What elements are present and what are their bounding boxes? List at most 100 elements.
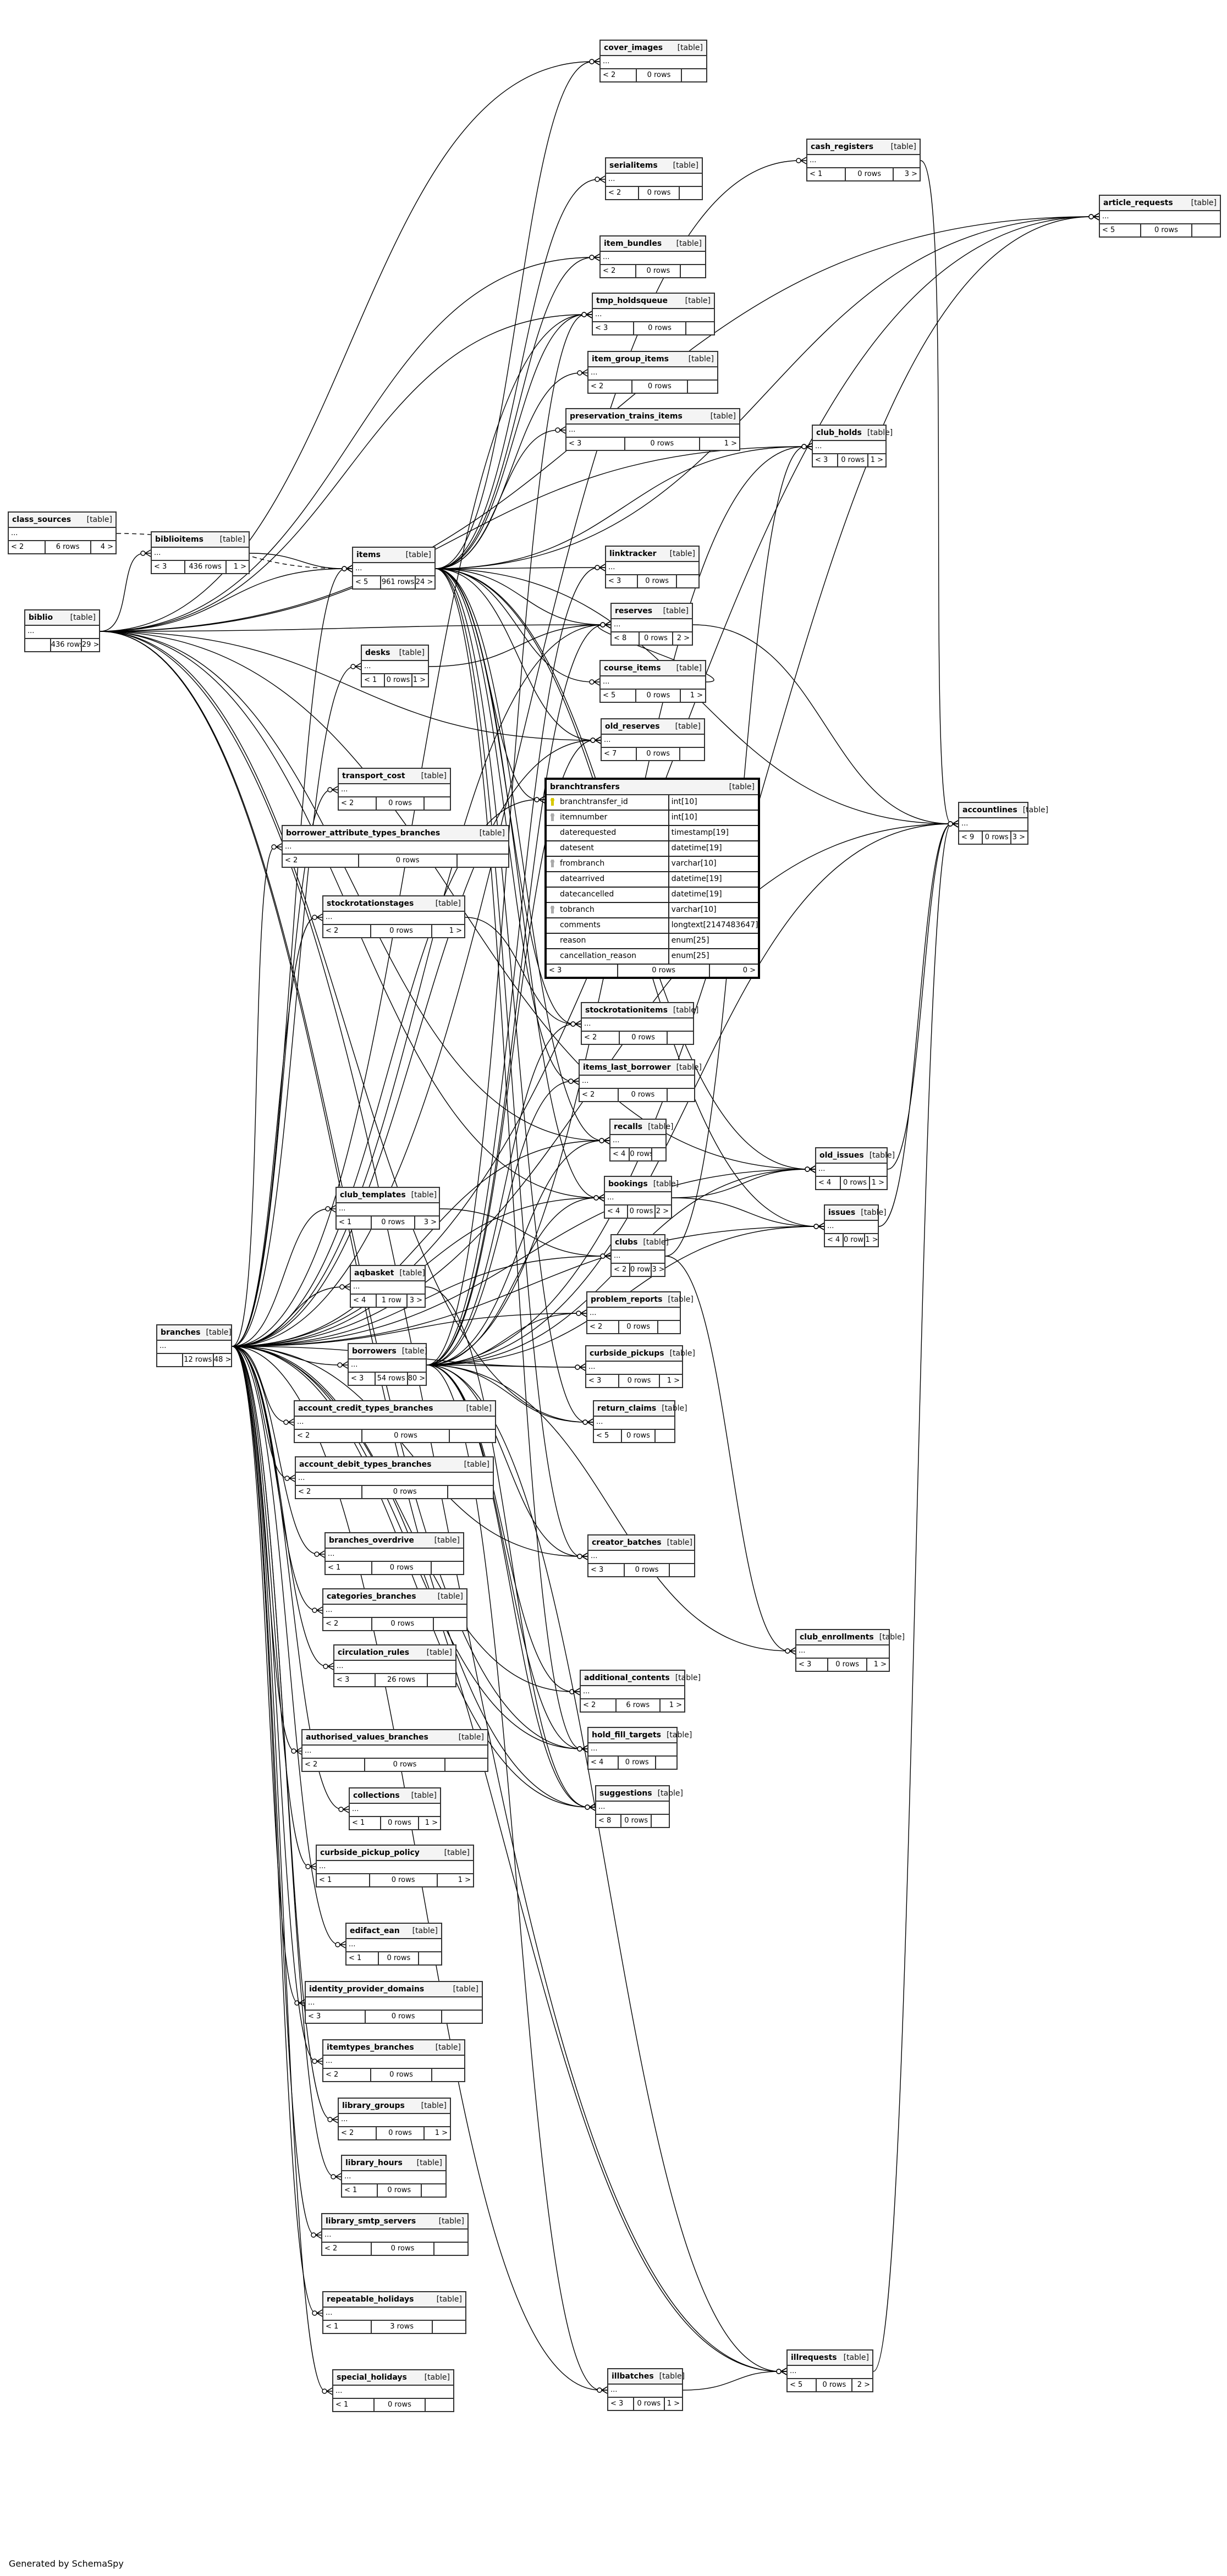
child-count[interactable]: 3 > (652, 1265, 664, 1274)
child-count[interactable] (434, 2243, 467, 2255)
table-name[interactable]: branchtransfers (550, 783, 620, 791)
child-count[interactable] (688, 381, 717, 393)
child-count[interactable]: 4 > (100, 543, 113, 551)
table-name[interactable]: linktracker (609, 549, 657, 558)
parent-count[interactable]: < 2 (322, 2243, 372, 2255)
child-count[interactable] (458, 855, 508, 867)
parent-count[interactable]: < 2 (283, 855, 359, 867)
child-count[interactable]: 2 > (656, 1207, 669, 1215)
table-name[interactable]: branches_overdrive (329, 1536, 414, 1545)
child-count[interactable] (652, 1148, 665, 1160)
table-name[interactable]: edifact_ean (350, 1927, 400, 1935)
parent-count[interactable]: < 2 (323, 2069, 372, 2081)
parent-count[interactable]: < 5 (788, 2379, 817, 2391)
child-count[interactable] (448, 1486, 493, 1498)
parent-count[interactable]: < 3 (586, 1375, 619, 1387)
table-name[interactable]: class_sources (12, 515, 71, 524)
parent-count[interactable]: < 5 (601, 690, 637, 702)
table-name[interactable]: transport_cost (342, 772, 405, 780)
child-count[interactable] (656, 1430, 674, 1442)
parent-count[interactable]: < 2 (323, 1618, 372, 1630)
parent-count[interactable]: < 3 (588, 1564, 625, 1576)
child-count[interactable]: 1 > (434, 2129, 448, 2137)
parent-count[interactable]: < 1 (323, 2321, 372, 2333)
parent-count[interactable]: < 1 (333, 2399, 375, 2411)
parent-count[interactable]: < 2 (582, 1032, 620, 1044)
child-count[interactable] (681, 265, 705, 277)
parent-count[interactable]: < 5 (353, 576, 382, 588)
child-count[interactable]: 3 > (409, 1296, 422, 1304)
parent-count[interactable]: < 3 (608, 2398, 634, 2410)
parent-count[interactable]: < 4 (351, 1295, 377, 1307)
parent-count[interactable]: < 2 (580, 1089, 619, 1101)
table-name[interactable]: categories_branches (327, 1592, 416, 1601)
table-name[interactable]: desks (365, 648, 390, 657)
table-name[interactable]: account_credit_types_branches (298, 1404, 433, 1413)
table-name[interactable]: aqbasket (354, 1269, 394, 1278)
child-count[interactable]: 29 > (81, 641, 99, 649)
child-count[interactable]: 2 > (857, 2381, 870, 2389)
table-name[interactable]: illbatches (612, 2372, 654, 2381)
table-name[interactable]: preservation_trains_items (570, 412, 683, 421)
table-name[interactable]: borrowers (352, 1347, 397, 1356)
parent-count[interactable]: < 4 (816, 1177, 841, 1189)
table-name[interactable]: old_issues (819, 1151, 864, 1160)
child-count[interactable]: 1 > (873, 1660, 887, 1669)
parent-count[interactable]: < 2 (581, 1699, 617, 1711)
parent-count[interactable]: < 4 (610, 1148, 630, 1160)
child-count[interactable] (442, 2011, 482, 2023)
table-name[interactable]: accountlines (962, 806, 1017, 814)
child-count[interactable]: 80 > (408, 1374, 426, 1383)
table-account-credit-types-branches[interactable]: account_credit_types_branches[table]...<… (294, 1400, 496, 1443)
table-name[interactable]: authorised_values_branches (306, 1733, 428, 1742)
child-count[interactable] (432, 2069, 464, 2081)
table-name[interactable]: branches (161, 1328, 201, 1337)
table-name[interactable]: reserves (615, 607, 653, 615)
parent-count[interactable]: < 8 (596, 1815, 621, 1827)
child-count[interactable]: 48 > (213, 1356, 231, 1364)
parent-count[interactable]: < 1 (346, 1952, 379, 1964)
table-name[interactable]: recalls (614, 1122, 643, 1131)
table-name[interactable]: old_reserves (605, 722, 660, 731)
child-count[interactable] (450, 1430, 495, 1442)
child-count[interactable]: 2 > (676, 634, 690, 642)
table-name[interactable]: identity_provider_domains (309, 1985, 425, 1994)
table-name[interactable]: issues (828, 1208, 856, 1217)
child-count[interactable] (680, 187, 702, 199)
table-name[interactable]: curbside_pickups (590, 1349, 664, 1358)
parent-count[interactable]: < 1 (807, 168, 846, 180)
child-count[interactable] (419, 1952, 441, 1964)
table-name[interactable]: club_holds (816, 428, 862, 437)
parent-count[interactable]: < 3 (593, 322, 635, 334)
child-count[interactable]: 3 > (423, 1218, 437, 1226)
parent-count[interactable]: < 1 (362, 674, 385, 686)
parent-count[interactable]: < 4 (605, 1206, 628, 1218)
